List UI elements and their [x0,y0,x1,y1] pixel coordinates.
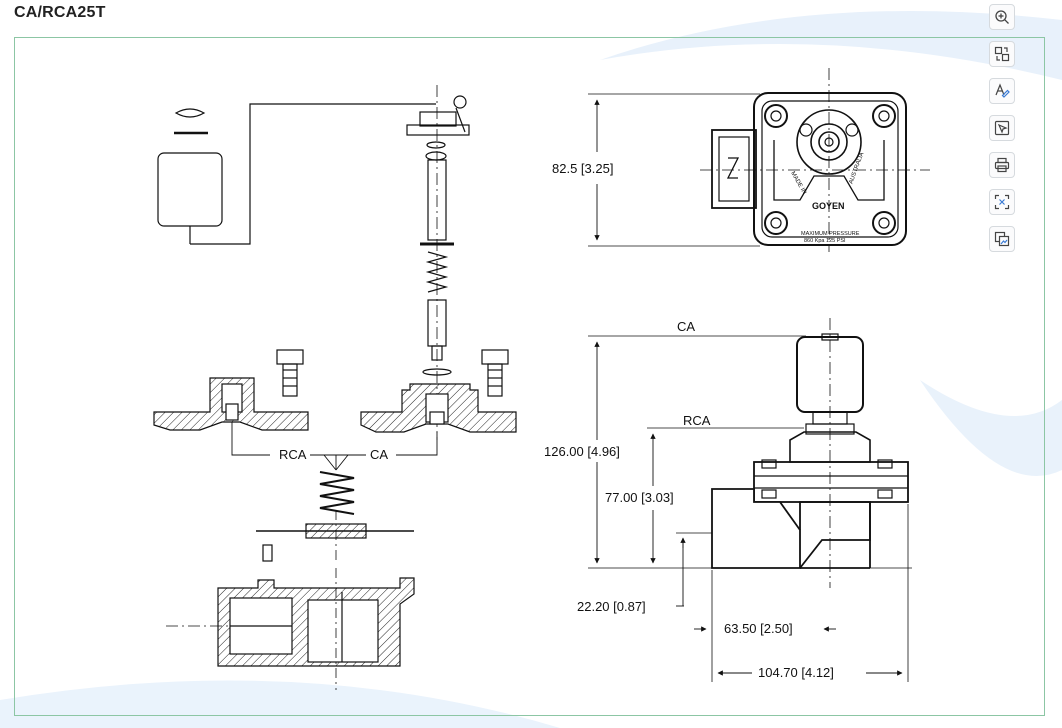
drawing-frame [14,37,1045,716]
select-region-button[interactable] [989,115,1015,141]
inlet-port [711,129,757,209]
ca-cover [360,383,517,433]
print-button[interactable] [989,152,1015,178]
pin-part [262,544,273,562]
dimension-126: 126.00 [4.96] [544,444,620,459]
exploded-rca-label: RCA [279,447,307,462]
swap-button[interactable] [989,41,1015,67]
zoom-in-icon [995,10,1009,24]
dimension-22: 22.20 [0.87] [577,599,646,614]
copy-image-button[interactable] [989,226,1015,252]
bolt-right [481,349,509,397]
text-style-icon [995,83,1010,98]
expand-icon [994,194,1010,210]
top-body [753,92,907,246]
pressure-line2: 860 Kpa 125 PSI [804,238,846,244]
page-title: CA/RCA25T [14,4,106,21]
print-icon [994,157,1010,173]
top-height-dimension: 82.5 [3.25] [552,161,613,176]
armature-cap [419,111,457,127]
valve-body-section [166,568,415,690]
expand-button[interactable] [989,189,1015,215]
clip-part [174,108,206,118]
select-region-icon [994,120,1010,136]
copy-image-icon [994,231,1010,247]
made-in-text: MADE IN [789,171,807,196]
side-rca-label: RCA [683,413,711,428]
dimension-77: 77.00 [3.03] [605,490,674,505]
exploded-ca-label: CA [370,447,388,462]
dimension-63: 63.50 [2.50] [724,621,793,636]
dimension-104: 104.70 [4.12] [758,665,834,680]
bolt-left [276,349,304,397]
top-view: 82.5 [3.25] GOYEN MADE IN AUSTRALIA MAXI… [552,68,930,252]
text-style-button[interactable] [989,78,1015,104]
brand-text: GOYEN [812,201,845,211]
swap-icon [994,46,1010,62]
side-view: CA 126.00 [4.96] RCA 77.00 [3.03] [544,318,912,682]
coil-part [157,152,223,227]
viewer-toolbar [989,4,1019,263]
exploded-view: RCA CA [153,85,517,690]
spring-small [425,251,449,293]
armature-flange [406,124,470,136]
pressure-line1: MAXIMUM PRESSURE [801,231,860,237]
rca-cover [153,377,309,431]
zoom-in-button[interactable] [989,4,1015,30]
side-ca-label: CA [677,319,695,334]
main-spring [319,471,355,515]
